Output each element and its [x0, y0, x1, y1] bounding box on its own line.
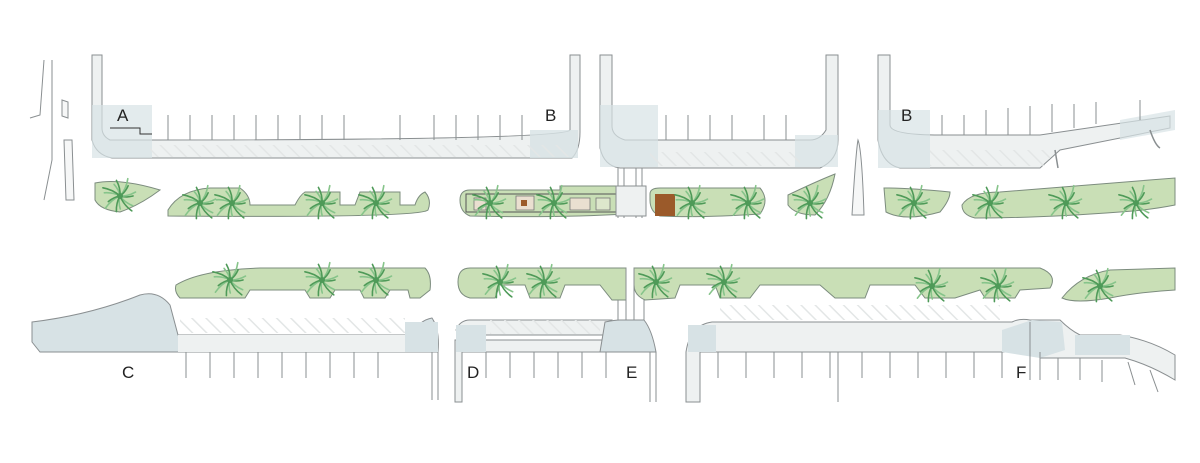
ramp-f-east — [1075, 335, 1130, 355]
ramp-block3-west — [878, 110, 930, 168]
palm-tree-icon — [482, 263, 517, 299]
ramp-a-notch — [110, 127, 152, 135]
palm-tree-icon — [1118, 184, 1153, 220]
south-parking-stalls — [185, 352, 1159, 402]
palm-tree-icon — [214, 184, 249, 220]
palm-tree-icon — [896, 184, 931, 220]
south-parking-hatch-2 — [490, 320, 600, 334]
south-parking-hatch-1 — [180, 318, 405, 333]
palm-tree-icon — [972, 184, 1007, 220]
palm-tree-icon — [536, 184, 571, 220]
ramp-c-east — [405, 322, 438, 352]
label-e: E — [626, 363, 637, 382]
palm-tree-icon — [674, 184, 709, 220]
seat-pad-3 — [595, 197, 611, 211]
curb-spur-1 — [1054, 149, 1059, 169]
north-parking-hatch-2 — [650, 152, 800, 166]
palm-tree-icon — [1048, 184, 1083, 220]
ramp-block2-east — [795, 135, 838, 167]
palm-tree-icon — [304, 184, 339, 220]
palm-tree-icon — [304, 261, 339, 297]
palm-tree-icon — [358, 184, 393, 220]
palm-tree-icon — [212, 261, 247, 297]
planter-10 — [633, 267, 1053, 301]
palm-tree-icon — [792, 184, 827, 220]
ramp-f-west — [688, 325, 716, 352]
curb-spur-2 — [1149, 129, 1161, 149]
south-sidewalk — [31, 293, 1176, 403]
palm-tree-icon — [980, 267, 1015, 303]
left-wedge-sidewalk — [29, 59, 53, 201]
planter-5 — [787, 173, 836, 216]
median-point — [851, 138, 865, 216]
bench-icon — [655, 194, 675, 216]
palm-tree-icon — [358, 261, 393, 297]
palm-tree-icon — [706, 263, 741, 299]
bench-icon — [521, 200, 527, 206]
palm-tree-icon — [526, 263, 561, 299]
ramp-a — [92, 105, 152, 158]
palm-tree-icon — [1082, 267, 1117, 303]
label-d: D — [467, 363, 479, 382]
left-island — [63, 139, 75, 201]
ramp-block3-east — [1120, 110, 1175, 140]
label-c: C — [122, 363, 134, 382]
sidewalk-block-1 — [91, 54, 581, 159]
ramp-e — [599, 319, 657, 353]
palm-tree-icon — [102, 177, 137, 213]
palm-tree-icon — [730, 184, 765, 220]
planter-7 — [961, 177, 1176, 219]
crosswalk-south — [617, 268, 645, 320]
ramp-block2-west — [600, 105, 658, 167]
label-a: A — [117, 106, 129, 125]
ramp-f — [1002, 320, 1065, 358]
corner-labels: A B B C D E F — [117, 106, 1026, 382]
label-b-west: B — [545, 106, 556, 125]
sidewalk-block-c-light — [178, 335, 408, 352]
south-parking-hatch-3 — [720, 305, 1000, 320]
planter-11 — [1061, 267, 1176, 302]
left-small-island — [61, 99, 69, 119]
trees — [102, 177, 1153, 303]
label-b-east: B — [901, 106, 912, 125]
north-parking-hatch — [150, 145, 570, 157]
north-median — [94, 173, 1176, 219]
ramp-d — [456, 325, 486, 352]
planter-3-tail — [615, 185, 647, 217]
palm-tree-icon — [472, 184, 507, 220]
north-parking-hatch-3 — [930, 150, 1050, 166]
north-parking-stalls — [167, 100, 1141, 140]
palm-tree-icon — [638, 263, 673, 299]
palm-tree-icon — [182, 184, 217, 220]
bench-pad-2 — [569, 197, 591, 211]
palm-tree-icon — [914, 267, 949, 303]
label-f: F — [1016, 363, 1026, 382]
